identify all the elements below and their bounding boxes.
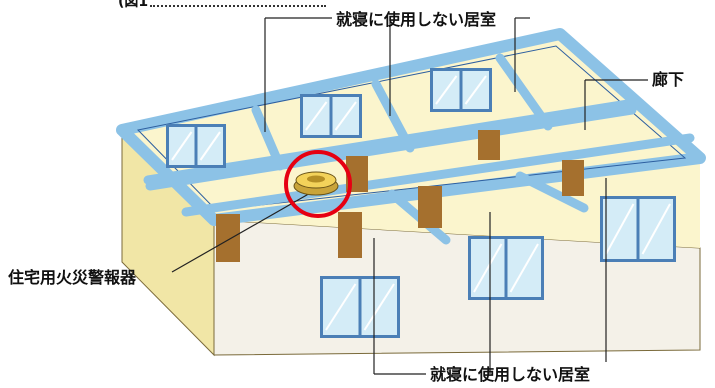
interior-partitions [143,53,695,245]
front-window-left [320,276,400,338]
label-bottom-non-sleeping-room: 就寝に使用しない居室 [430,365,591,384]
figure-caption: (図1 [118,0,149,10]
front-window-middle [468,236,544,300]
figure-caption-underline [150,1,326,7]
front-wall-windows [320,196,676,338]
highlight-circle [284,150,352,218]
leader-lines [171,17,648,375]
door-top-right-room [478,130,500,160]
door-bottom-right-room [562,160,584,196]
label-hallway: 廊下 [652,70,685,89]
back-window-middle [300,94,362,138]
door-left-room [216,214,240,262]
door-bottom-middle-room [418,186,442,228]
smoke-detector-icon [293,171,339,196]
doors [216,130,584,262]
door-hall-bottom [338,212,362,258]
back-window-right [430,68,492,112]
back-window-left [166,124,226,168]
perimeter-wall-frame [116,28,706,226]
leader-detector [171,191,313,273]
label-top-non-sleeping-room: 就寝に使用しない居室 [336,10,497,29]
label-fire-alarm: 住宅用火災警報器 [8,268,137,287]
back-wall-windows [166,68,492,168]
front-window-right [600,196,676,262]
